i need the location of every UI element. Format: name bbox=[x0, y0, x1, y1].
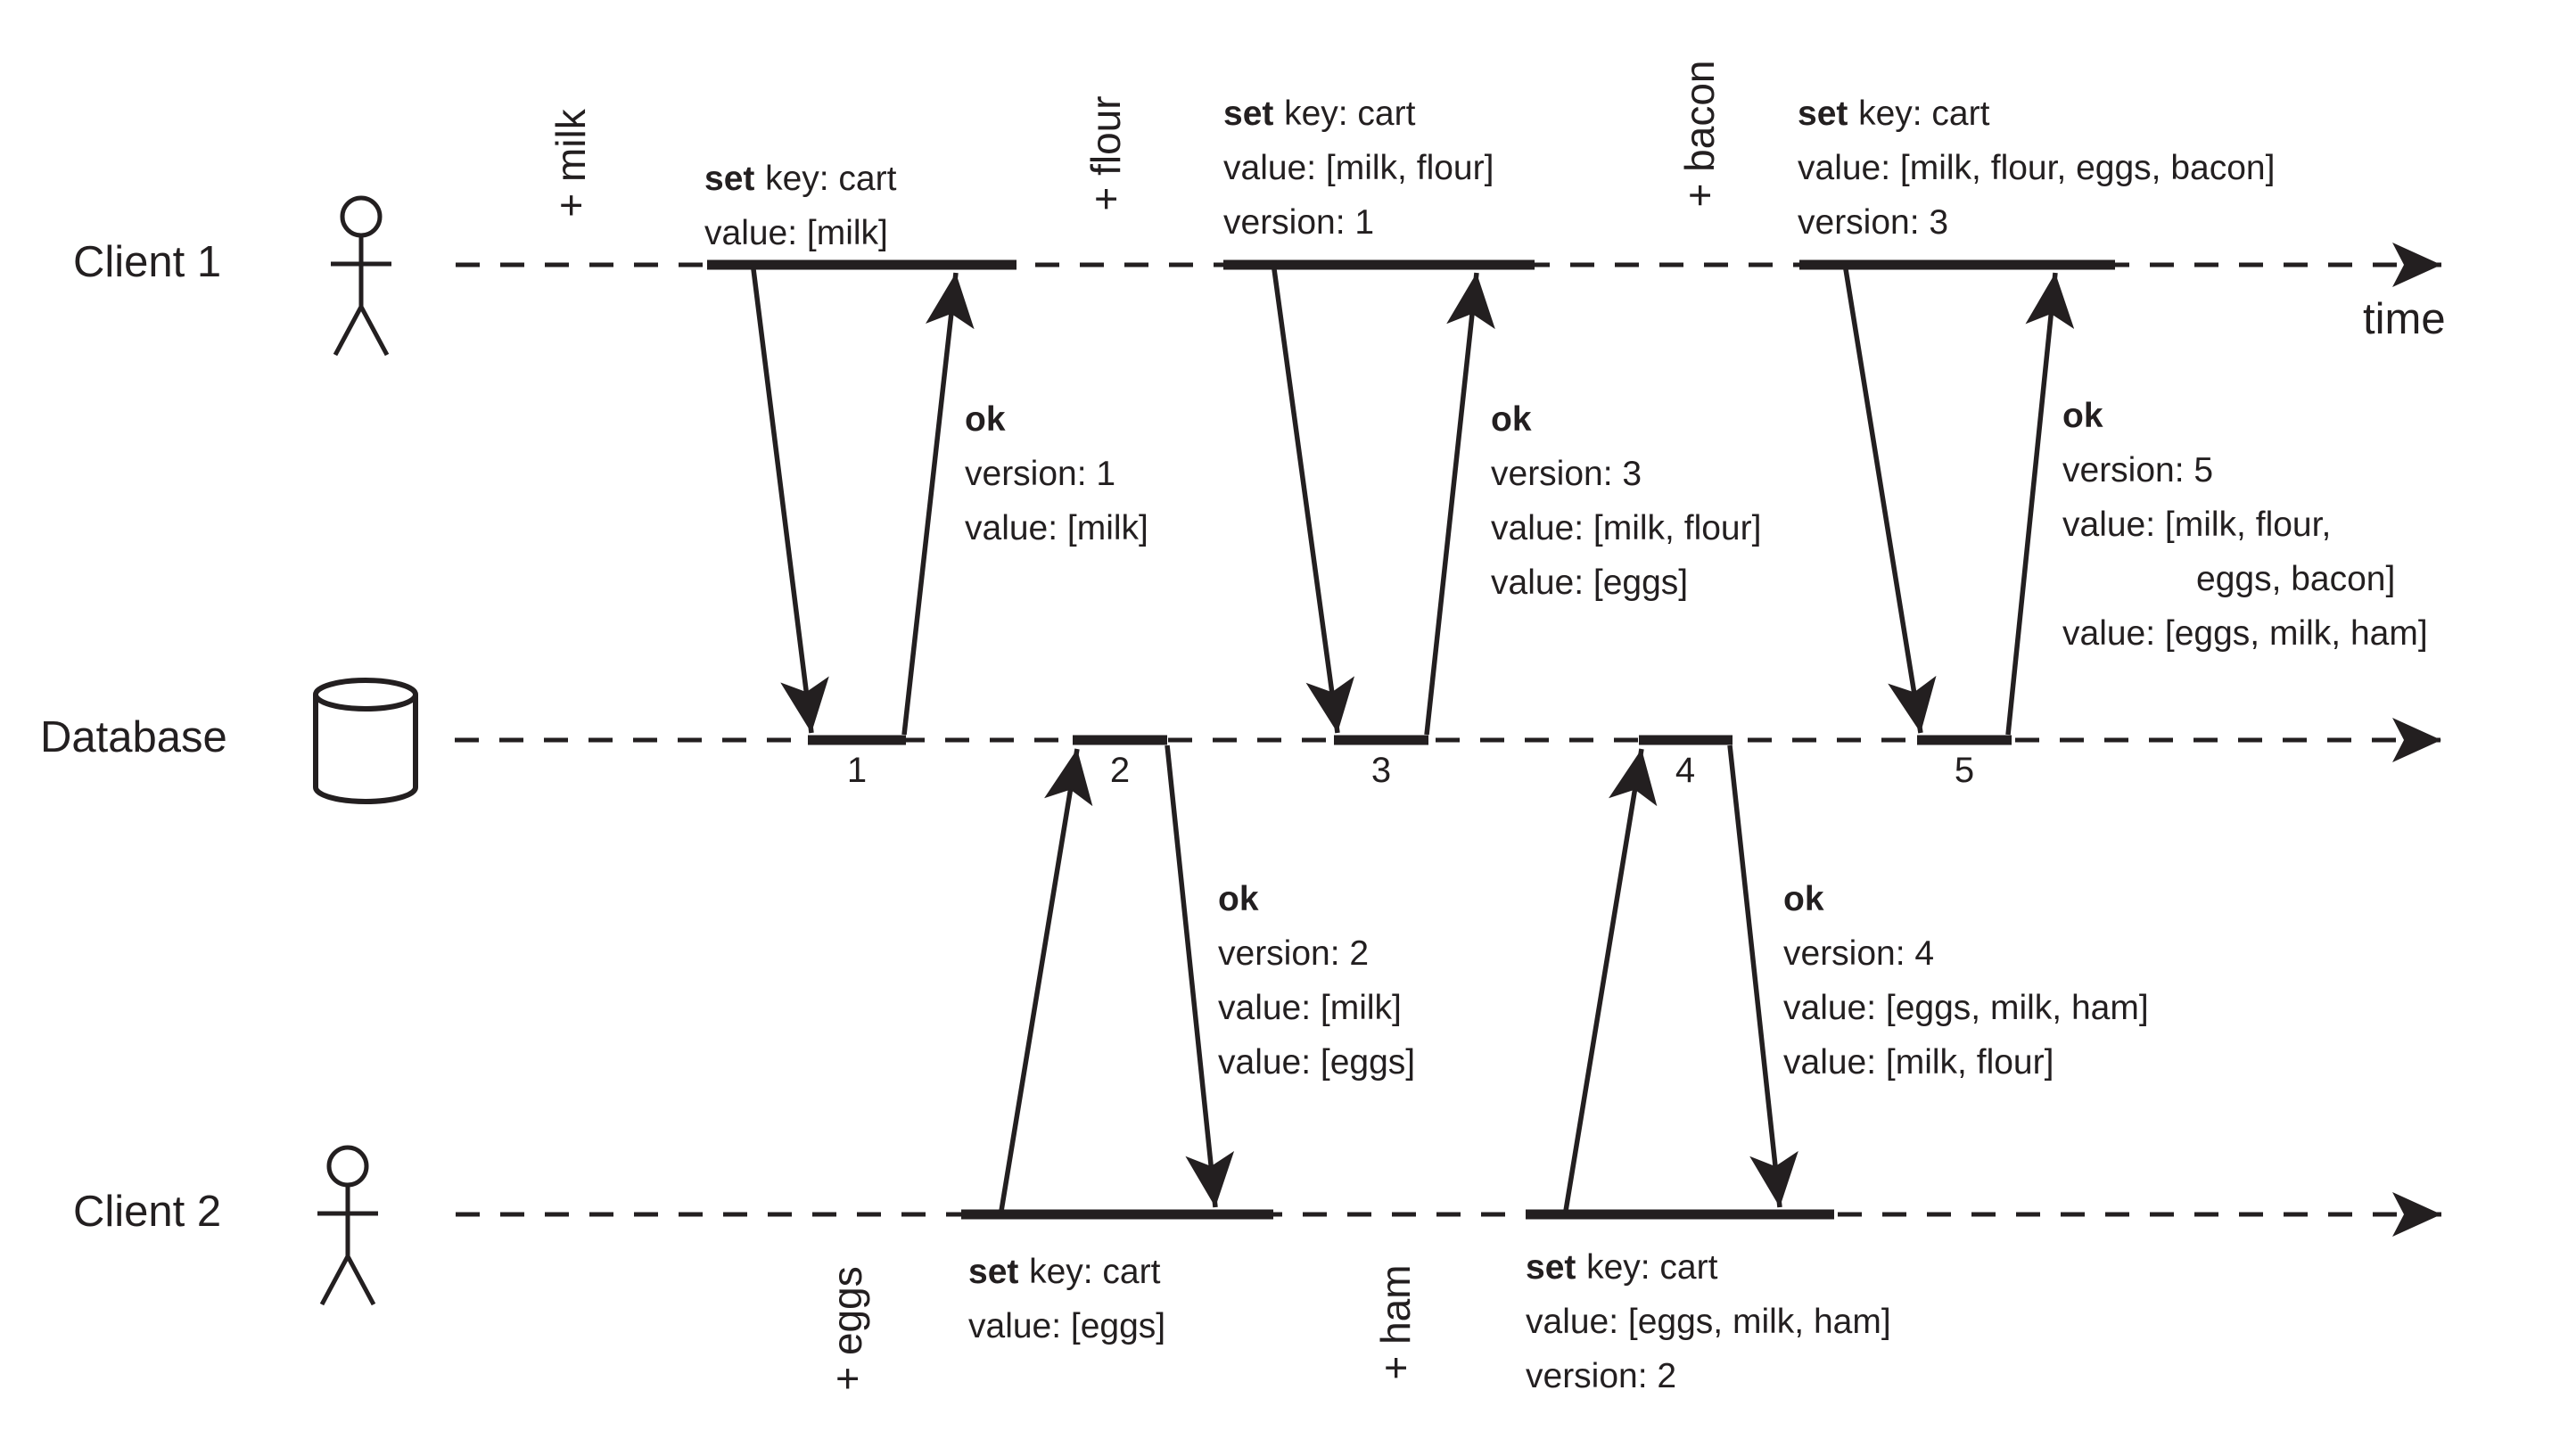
database-cylinder-icon bbox=[313, 678, 418, 804]
set-keyword: set bbox=[1798, 95, 1848, 133]
response-version: version: 4 bbox=[1783, 934, 1935, 973]
request-version: version: 1 bbox=[1223, 203, 1375, 242]
set-keyword: set bbox=[968, 1253, 1019, 1291]
request-value: value: [milk] bbox=[704, 214, 888, 252]
request-header: set key: cart bbox=[1798, 86, 2275, 141]
request-message-3: set key: cart value: [milk, flour] versio… bbox=[1223, 86, 1494, 250]
time-axis-label: time bbox=[2363, 295, 2446, 343]
set-keyword: set bbox=[704, 160, 755, 198]
message-arrows bbox=[751, 268, 2075, 1212]
request-key: key: cart bbox=[765, 160, 897, 198]
client1-person-icon bbox=[331, 195, 391, 357]
response-value: value: [milk, flour] bbox=[1783, 1043, 2054, 1082]
request-header: set key: cart bbox=[1223, 86, 1494, 141]
response-value-continued: eggs, bacon] bbox=[2196, 560, 2396, 598]
request-key: key: cart bbox=[1284, 95, 1416, 133]
set-keyword: set bbox=[1526, 1248, 1576, 1287]
db-sequence-number-1: 1 bbox=[846, 751, 868, 790]
response-version: version: 5 bbox=[2062, 451, 2214, 489]
response-value: value: [eggs, milk, ham] bbox=[2062, 614, 2428, 653]
response-arrow-1 bbox=[901, 272, 975, 736]
response-arrow-2 bbox=[1165, 744, 1235, 1208]
request-message-2: set key: cart value: [eggs] bbox=[968, 1245, 1165, 1353]
response-value: value: [milk] bbox=[965, 509, 1148, 547]
action-label-eggs: + eggs bbox=[824, 1266, 870, 1391]
response-arrow-4 bbox=[1727, 744, 1798, 1208]
request-arrow-5 bbox=[1843, 268, 1937, 734]
response-value: value: [eggs] bbox=[1491, 563, 1689, 602]
response-value: value: [milk] bbox=[1218, 989, 1402, 1027]
action-label-ham: + ham bbox=[1372, 1264, 1419, 1380]
ok-keyword: ok bbox=[2062, 397, 2103, 435]
db-sequence-number-2: 2 bbox=[1109, 751, 1131, 790]
response-message-3: ok version: 3 value: [milk, flour] value… bbox=[1491, 392, 1761, 610]
response-version: version: 2 bbox=[1218, 934, 1370, 973]
client-activation-bars bbox=[707, 259, 2115, 1220]
client2-label: Client 2 bbox=[73, 1188, 222, 1236]
action-label-milk: + milk bbox=[547, 109, 594, 218]
request-key: key: cart bbox=[1858, 95, 1990, 133]
request-message-4: set key: cart value: [eggs, milk, ham] ve… bbox=[1526, 1240, 1891, 1403]
response-message-4: ok version: 4 value: [eggs, milk, ham] v… bbox=[1783, 872, 2149, 1090]
request-arrow-4 bbox=[1563, 748, 1658, 1212]
request-message-1: set key: cart value: [milk] bbox=[704, 152, 896, 260]
client2-person-icon bbox=[317, 1145, 378, 1306]
request-value: value: [milk, flour] bbox=[1223, 149, 1494, 187]
set-keyword: set bbox=[1223, 95, 1274, 133]
ok-keyword: ok bbox=[1783, 880, 1824, 918]
ok-keyword: ok bbox=[1491, 400, 1532, 439]
request-value: value: [milk, flour, eggs, bacon] bbox=[1798, 149, 2276, 187]
db-sequence-number-3: 3 bbox=[1370, 751, 1392, 790]
request-header: set key: cart bbox=[1526, 1240, 1891, 1295]
response-version: version: 3 bbox=[1491, 455, 1642, 493]
request-key: key: cart bbox=[1029, 1253, 1161, 1291]
db-sequence-number-4: 4 bbox=[1675, 751, 1696, 790]
ok-keyword: ok bbox=[1218, 880, 1259, 918]
db-sequence-number-5: 5 bbox=[1954, 751, 1975, 790]
response-value: value: [eggs, milk, ham] bbox=[1783, 989, 2149, 1027]
request-message-5: set key: cart value: [milk, flour, eggs, … bbox=[1798, 86, 2275, 250]
request-header: set key: cart bbox=[968, 1245, 1165, 1299]
response-message-2: ok version: 2 value: [milk] value: [eggs… bbox=[1218, 872, 1415, 1090]
request-version: version: 2 bbox=[1526, 1357, 1677, 1395]
ok-keyword: ok bbox=[965, 400, 1006, 439]
request-value: value: [eggs] bbox=[968, 1307, 1166, 1345]
request-version: version: 3 bbox=[1798, 203, 1949, 242]
request-header: set key: cart bbox=[704, 152, 896, 206]
request-value: value: [eggs, milk, ham] bbox=[1526, 1303, 1891, 1341]
response-arrow-5 bbox=[2005, 272, 2075, 736]
response-version: version: 1 bbox=[965, 455, 1116, 493]
request-arrow-1 bbox=[751, 268, 829, 734]
request-arrow-3 bbox=[1272, 268, 1355, 734]
client1-label: Client 1 bbox=[73, 238, 222, 286]
request-key: key: cart bbox=[1586, 1248, 1718, 1287]
response-value: value: [milk, flour] bbox=[1491, 509, 1762, 547]
response-value: value: [milk, flour, bbox=[2062, 506, 2332, 544]
response-value: value: [eggs] bbox=[1218, 1043, 1416, 1082]
response-arrow-3 bbox=[1424, 272, 1495, 736]
database-label: Database bbox=[40, 713, 227, 761]
response-message-1: ok version: 1 value: [milk] bbox=[965, 392, 1148, 555]
action-label-bacon: + bacon bbox=[1676, 60, 1723, 208]
action-label-flour: + flour bbox=[1082, 95, 1129, 211]
response-message-5: ok version: 5 value: [milk, flour, eggs,… bbox=[2062, 389, 2428, 661]
request-arrow-2 bbox=[999, 748, 1093, 1212]
